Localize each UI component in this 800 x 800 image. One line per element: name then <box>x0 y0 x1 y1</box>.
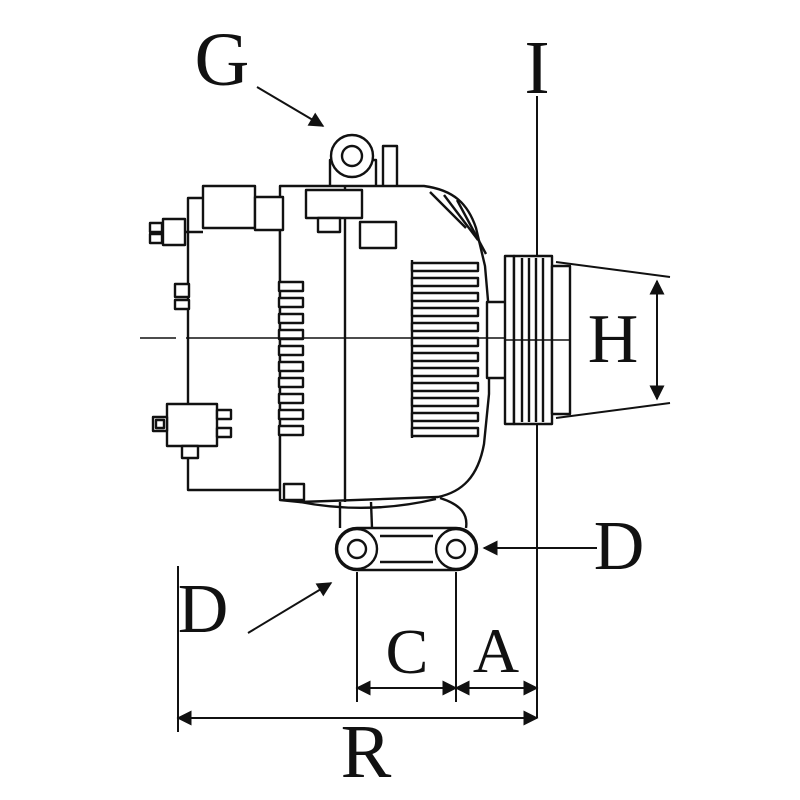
label-r: R <box>340 710 392 794</box>
label-d-left: D <box>177 571 229 648</box>
terminal-block <box>151 402 233 460</box>
connector-block <box>148 184 285 247</box>
ext-h-top <box>555 261 671 278</box>
ext-h-bottom <box>555 402 671 419</box>
label-g: G <box>194 18 250 102</box>
alternator-body <box>148 133 491 509</box>
rear-vent-slots <box>277 280 305 437</box>
leader-d-left <box>247 582 333 634</box>
top-brackets <box>304 188 398 250</box>
left-tabs <box>173 282 191 311</box>
bottom-contour <box>299 497 437 509</box>
dimension-lines <box>176 86 671 732</box>
centerlines <box>140 337 570 341</box>
leader-g <box>256 86 325 127</box>
label-a: A <box>472 615 520 686</box>
label-c: C <box>385 616 429 687</box>
label-d-right: D <box>593 508 645 585</box>
front-cooling-fins <box>410 260 480 438</box>
top-right-hatch <box>429 191 488 255</box>
label-i: I <box>524 26 550 110</box>
mounting-lugs <box>334 496 479 572</box>
label-h: H <box>587 301 639 378</box>
